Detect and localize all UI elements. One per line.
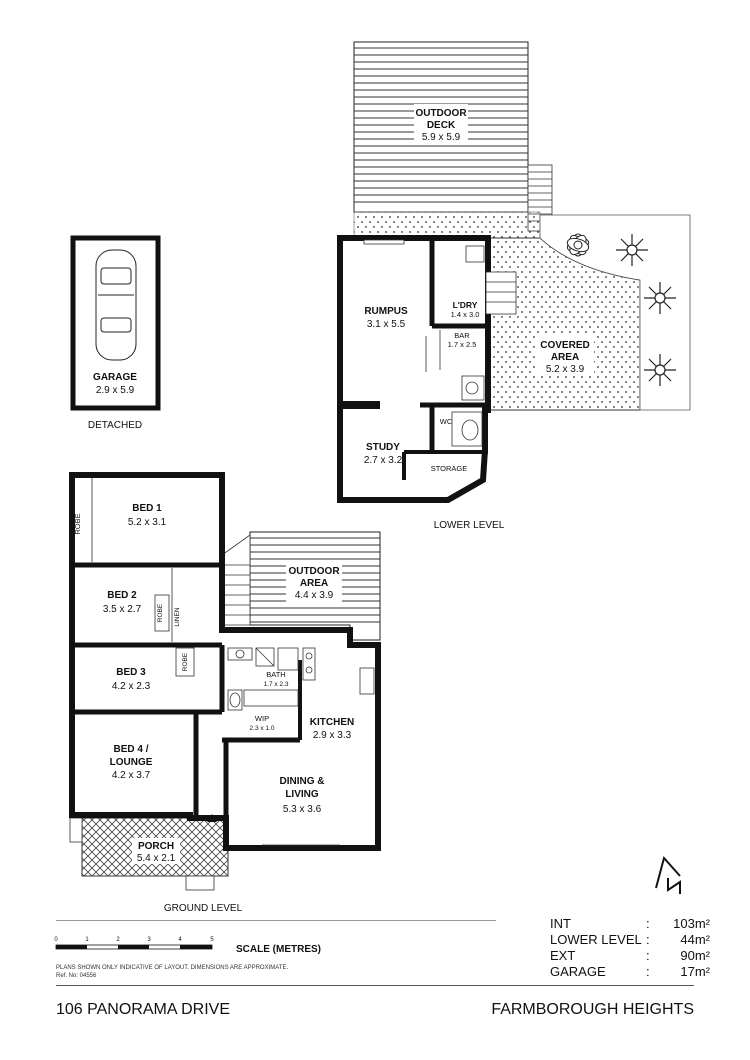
outdoor-area-name-2: AREA	[300, 578, 328, 589]
bed2-linen: LINEN	[174, 607, 181, 626]
divider-top	[56, 920, 496, 921]
disclaimer-ref: Ref. No: 04556	[56, 973, 97, 979]
rumpus-dim: 3.1 x 5.5	[367, 319, 406, 330]
bed1-robe: ROBE	[73, 513, 82, 534]
address: 106 PANORAMA DRIVE	[56, 1001, 230, 1018]
area-label: INT	[550, 916, 571, 931]
scale-tick-4: 4	[178, 937, 182, 943]
area-value: 90m²	[680, 948, 710, 963]
disclaimer: PLANS SHOWN ONLY INDICATIVE OF LAYOUT. D…	[56, 964, 288, 980]
outdoor-area: OUTDOOR AREA 4.4 x 3.9	[221, 531, 381, 641]
scale-title: SCALE (METRES)	[236, 944, 321, 955]
scale-tick-0: 0	[54, 937, 58, 943]
disclaimer-line-1: PLANS SHOWN ONLY INDICATIVE OF LAYOUT. D…	[56, 965, 289, 971]
storage-name: STORAGE	[431, 464, 468, 473]
dining-name-2: LIVING	[285, 789, 319, 800]
outdoor-area-dim: 4.4 x 3.9	[295, 590, 334, 601]
bed4-name-2: LOUNGE	[110, 757, 153, 768]
garage-detached: DETACHED	[88, 420, 142, 431]
study-dim: 2.7 x 3.2	[364, 455, 403, 466]
scale-bar: 0 1 2 3 4 5	[54, 937, 214, 950]
bath-dim: 1.7 x 2.3	[264, 681, 289, 688]
scale-tick-5: 5	[210, 937, 214, 943]
bath-name: BATH	[266, 670, 285, 679]
lower-level-label: LOWER LEVEL	[434, 520, 505, 531]
bed1-dim: 5.2 x 3.1	[128, 517, 167, 528]
bar-dim: 1.7 x 2.5	[448, 340, 477, 349]
scale-tick-1: 1	[85, 937, 89, 943]
bed3-name: BED 3	[116, 667, 146, 678]
laundry-name: L'DRY	[453, 300, 478, 310]
area-row: GARAGE:17m²	[550, 964, 710, 979]
dining-dim: 5.3 x 3.6	[283, 804, 322, 815]
entry-arrow-icon	[207, 814, 217, 822]
bed2-robe: ROBE	[157, 603, 164, 622]
north-arrow-icon	[655, 855, 681, 894]
area-value: 17m²	[680, 964, 710, 979]
porch-name: PORCH	[138, 841, 174, 852]
ground-level-label: GROUND LEVEL	[164, 903, 243, 914]
study-name: STUDY	[366, 442, 400, 453]
suburb: FARMBOROUGH HEIGHTS	[491, 1001, 694, 1018]
bed3-dim: 4.2 x 2.3	[112, 681, 151, 692]
deck-name-1: OUTDOOR	[415, 108, 467, 119]
covered-name-1: COVERED	[540, 340, 589, 351]
bed2-dim: 3.5 x 2.7	[103, 604, 142, 615]
plant-icon	[566, 233, 590, 257]
scale-tick-3: 3	[147, 937, 151, 943]
area-label: EXT	[550, 948, 576, 963]
divider-bottom	[56, 985, 694, 986]
porch: PORCH 5.4 x 2.1	[69, 817, 229, 891]
ground-fittings	[91, 478, 375, 846]
bed2-name: BED 2	[107, 590, 137, 601]
area-row: EXT:90m²	[550, 948, 710, 963]
outdoor-deck: OUTDOOR DECK 5.9 x 5.9	[353, 41, 529, 213]
kitchen-name: KITCHEN	[310, 717, 354, 728]
outdoor-area-name-1: OUTDOOR	[288, 566, 340, 577]
covered-dim: 5.2 x 3.9	[546, 364, 585, 375]
wip-dim: 2.3 x 1.0	[250, 725, 275, 732]
area-label: LOWER LEVEL	[550, 932, 642, 947]
garage-name: GARAGE	[93, 372, 137, 383]
bed4-name-1: BED 4 /	[113, 744, 148, 755]
dining-name-1: DINING &	[280, 776, 325, 787]
bar-name: BAR	[454, 331, 470, 340]
area-value: 44m²	[680, 932, 710, 947]
area-label: GARAGE	[550, 964, 606, 979]
laundry-dim: 1.4 x 3.0	[451, 310, 480, 319]
lower-fittings	[363, 239, 517, 447]
garage: GARAGE 2.9 x 5.9 DETACHED	[70, 235, 161, 431]
bed4-dim: 4.2 x 3.7	[112, 770, 151, 781]
fern-icon	[616, 234, 676, 386]
deck-name-2: DECK	[427, 120, 456, 131]
covered-name-2: AREA	[551, 352, 579, 363]
garage-dim: 2.9 x 5.9	[96, 385, 135, 396]
area-value: 103m²	[673, 916, 710, 931]
car-icon	[95, 249, 137, 361]
ground-level-walls	[69, 472, 381, 851]
area-row: INT:103m²	[550, 916, 710, 931]
covered-area: COVERED AREA 5.2 x 3.9	[487, 214, 691, 411]
rumpus-name: RUMPUS	[364, 306, 408, 317]
area-row: LOWER LEVEL:44m²	[550, 932, 710, 947]
deck-dim: 5.9 x 5.9	[422, 132, 461, 143]
bed3-robe: ROBE	[182, 652, 189, 671]
kitchen-dim: 2.9 x 3.3	[313, 730, 352, 741]
scale-tick-2: 2	[116, 937, 120, 943]
area-summary: INT:103m² LOWER LEVEL:44m² EXT:90m² GARA…	[550, 916, 710, 980]
porch-dim: 5.4 x 2.1	[137, 853, 176, 864]
wip-name: WIP	[255, 714, 269, 723]
deck-paving	[353, 211, 541, 239]
lower-level-walls	[337, 235, 491, 503]
bed1-name: BED 1	[132, 503, 162, 514]
wc-name: WC	[440, 417, 453, 426]
